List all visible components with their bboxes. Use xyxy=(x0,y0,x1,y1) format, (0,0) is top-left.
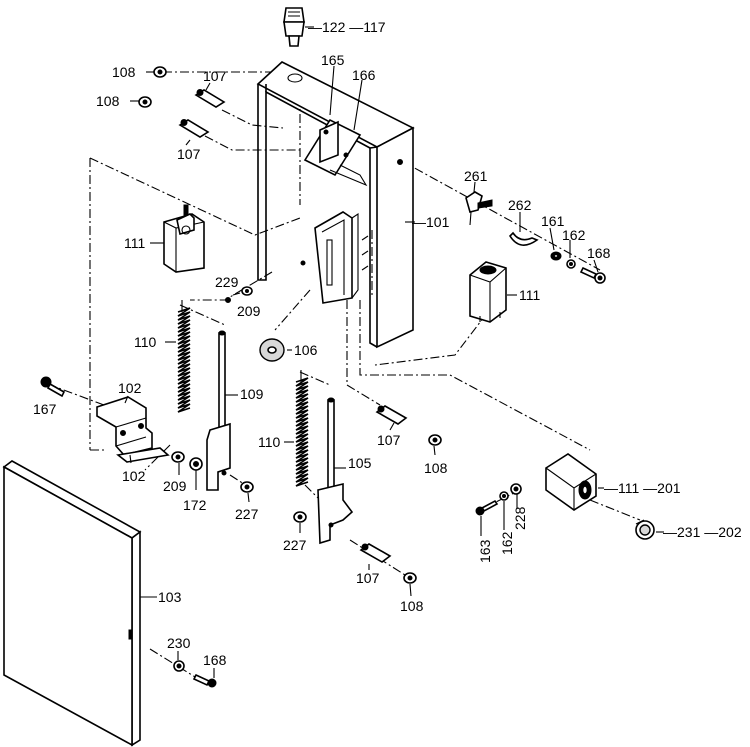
pin-107-b xyxy=(178,119,210,138)
washer-228 xyxy=(510,483,522,495)
label-161: 161 xyxy=(541,213,565,229)
label-228: 228 xyxy=(512,506,528,530)
valve-111-201 xyxy=(545,453,597,511)
lever-261 xyxy=(465,191,493,226)
screw-168-a xyxy=(579,266,606,284)
label-110-b: 110 xyxy=(258,434,281,450)
washer-162-b xyxy=(499,491,509,501)
label-109: 109 xyxy=(240,386,264,402)
label-102-b: 102 xyxy=(122,468,146,484)
label-168-b: 168 xyxy=(203,652,227,668)
clip-262 xyxy=(508,231,539,246)
label-111-201: —111 —201 xyxy=(604,480,681,496)
label-101: —101 xyxy=(412,214,450,230)
label-166: 166 xyxy=(352,67,376,83)
pin-107-c xyxy=(375,405,408,425)
label-209-b: 209 xyxy=(163,478,187,494)
label-167: 167 xyxy=(33,401,57,417)
label-231-202: —231 —202 xyxy=(663,524,742,540)
label-230: 230 xyxy=(167,635,191,651)
washer-108-d xyxy=(403,572,417,584)
washer-227-b xyxy=(293,511,307,523)
nut-161 xyxy=(550,251,562,261)
rod-109 xyxy=(206,330,238,491)
rod-105 xyxy=(317,397,354,545)
spring-110-left xyxy=(177,300,191,413)
label-111-b: 111 xyxy=(519,287,540,303)
washer-162-a xyxy=(566,259,576,269)
part-labels: —122 —117 165 166 108 107 108 107 261 26… xyxy=(33,19,742,668)
label-227-a: 227 xyxy=(235,506,259,522)
washer-209-a xyxy=(241,286,253,296)
label-172: 172 xyxy=(183,497,207,513)
label-107-d: 107 xyxy=(356,570,380,586)
label-165: 165 xyxy=(321,52,345,68)
nut-172 xyxy=(189,457,203,471)
frame-101 xyxy=(256,61,415,349)
washer-227-a xyxy=(240,481,254,493)
valve-111-right xyxy=(469,261,507,323)
cap-231-202 xyxy=(635,519,655,540)
pin-107-a xyxy=(194,89,226,108)
label-229: 229 xyxy=(215,274,239,290)
label-105: 105 xyxy=(348,455,372,471)
label-261: 261 xyxy=(464,168,488,184)
valve-111-left xyxy=(163,204,205,273)
screw-163 xyxy=(475,499,499,516)
label-227-b: 227 xyxy=(283,537,307,553)
label-162-a: 162 xyxy=(562,227,586,243)
label-111-a: 111 xyxy=(124,235,145,251)
screw-229 xyxy=(225,297,231,303)
bracket-102 xyxy=(96,396,170,463)
washer-108-b xyxy=(138,96,152,108)
pin-107-d xyxy=(359,543,392,563)
label-108-a: 108 xyxy=(112,64,136,80)
label-262: 262 xyxy=(508,197,532,213)
label-108-b: 108 xyxy=(96,93,120,109)
label-108-c: 108 xyxy=(424,460,448,476)
label-110-a: 110 xyxy=(134,334,157,350)
label-122-117: —122 —117 xyxy=(308,19,386,35)
label-108-d: 108 xyxy=(400,598,424,614)
label-106: 106 xyxy=(294,342,318,358)
disc-106 xyxy=(259,338,285,362)
label-102-a: 102 xyxy=(118,380,142,396)
washer-108-c xyxy=(428,434,442,446)
fitting-122-117 xyxy=(283,7,314,47)
door-103 xyxy=(2,460,142,747)
label-107-b: 107 xyxy=(177,146,201,162)
spring-110-center xyxy=(295,370,309,487)
label-168-a: 168 xyxy=(587,245,611,261)
screw-167 xyxy=(40,376,66,398)
label-107-a: 107 xyxy=(203,68,227,84)
label-103: 103 xyxy=(158,589,182,605)
screw-168-b xyxy=(192,673,217,688)
label-209-a: 209 xyxy=(237,303,261,319)
label-107-c: 107 xyxy=(377,432,401,448)
washer-108-a xyxy=(153,66,167,78)
washer-230 xyxy=(173,660,185,672)
label-162-b: 162 xyxy=(499,531,515,555)
washer-209-b xyxy=(171,451,185,463)
label-163: 163 xyxy=(477,539,493,563)
leader-lines xyxy=(124,65,664,678)
